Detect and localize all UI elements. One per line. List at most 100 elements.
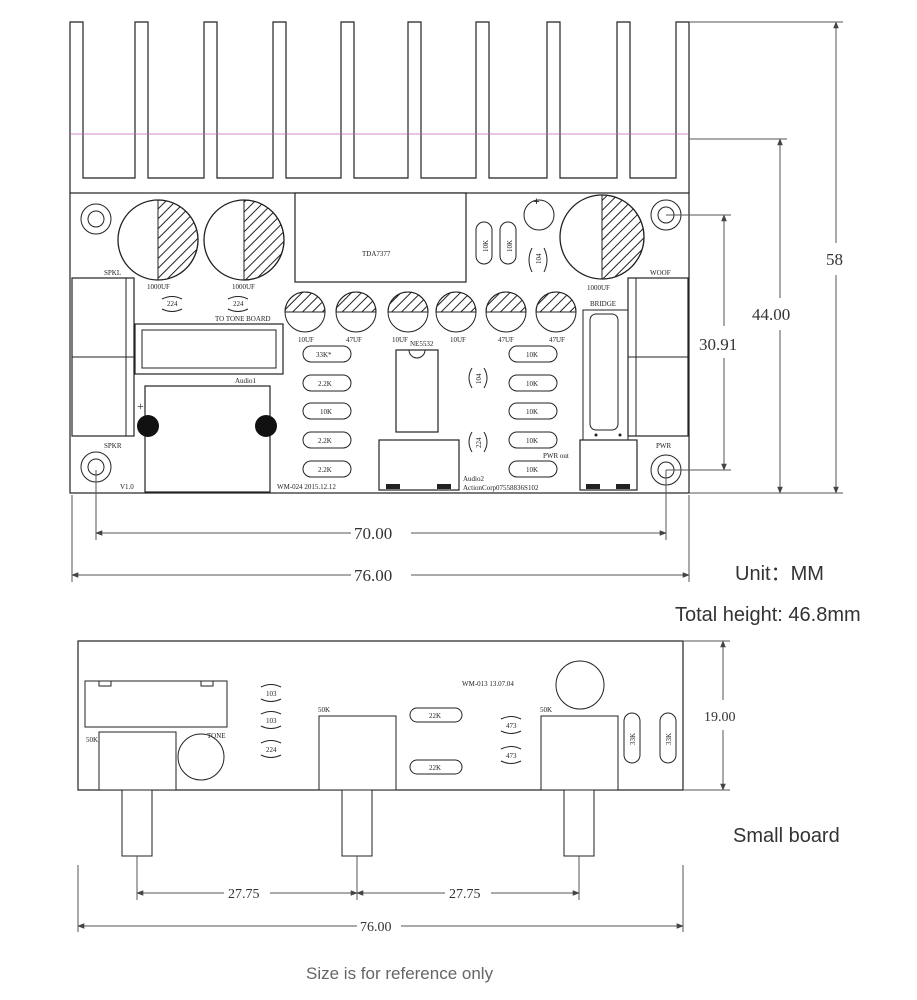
res-label: 10K — [526, 437, 538, 445]
res-10k-left: 10K — [302, 402, 352, 420]
res-label: 22K — [429, 764, 441, 772]
spkl-label: SPKL — [104, 269, 121, 277]
audio1-connector: Audio1 + — [137, 377, 277, 493]
small-header-connector — [84, 680, 228, 728]
small-res-33k-a: 33K — [623, 712, 641, 764]
cap-47uf-1: 47UF — [335, 291, 377, 344]
audio2-connector: Audio2 ActionCorp07558836S102 — [378, 439, 539, 492]
small-cap-224: 224 — [260, 740, 282, 758]
res-label: 2.2K — [318, 380, 332, 388]
tone-board-label: TO TONE BOARD — [215, 315, 271, 323]
res-label: 2.2K — [318, 437, 332, 445]
pwr-out-label: PWR out — [543, 452, 569, 460]
dim-19 — [683, 640, 730, 791]
cap-label: 1000UF — [232, 283, 255, 291]
ne5532-opamp: NE5532 — [395, 340, 439, 433]
bridge-component: BRIDGE — [582, 300, 629, 441]
cap-224-left: 224 — [161, 296, 183, 312]
dim-27-75-b-label: 27.75 — [449, 887, 481, 902]
cap-label: 47UF — [498, 336, 514, 344]
small-res-22k-a: 22K — [409, 707, 463, 723]
cap-104-middle: 104 — [468, 367, 488, 389]
cap-label: 10UF — [392, 336, 408, 344]
res-label: 10K — [526, 380, 538, 388]
res-2-2k-2: 2.2K — [302, 431, 352, 449]
dim-27-75-a-label: 27.75 — [228, 887, 260, 902]
small-board-note: Small board — [733, 825, 840, 847]
small-cap-103-b: 103 — [260, 711, 282, 729]
cap-47uf-2: 47UF — [485, 291, 527, 344]
res-10k-vertical-2: 10K — [499, 221, 517, 265]
unit-note: Unit：MM — [735, 563, 824, 585]
cap-1000uf-middle: 1000UF — [203, 199, 285, 291]
audio2-label: Audio2 — [463, 475, 485, 483]
dim-44-label: 44.00 — [752, 305, 790, 324]
dim-19-label: 19.00 — [704, 710, 736, 725]
opamp-label: NE5532 — [410, 340, 434, 348]
cap-104-top: 104 — [528, 247, 548, 273]
res-2-2k-3: 2.2K — [302, 460, 352, 478]
res-label: 10K — [482, 240, 490, 252]
cap-104-label: 104 — [535, 253, 543, 264]
cap-224-label: 224 — [475, 437, 483, 448]
chip-label: TDA7377 — [362, 250, 391, 258]
total-height-note: Total height: 46.8mm — [675, 604, 861, 626]
pot-label: 50K — [540, 706, 552, 714]
woof-label: WOOF — [650, 269, 671, 277]
res-10k-r1: 10K — [508, 345, 558, 363]
res-label: 10K — [526, 466, 538, 474]
cap-label: 473 — [506, 722, 517, 730]
spkr-label: SPKR — [104, 442, 122, 450]
res-label: 33K* — [316, 351, 332, 359]
dim-76-small — [77, 865, 684, 932]
cap-label: 1000UF — [587, 284, 610, 292]
res-10k-r5: 10K — [508, 460, 558, 478]
cap-224-label: 224 — [167, 300, 178, 308]
res-10k-r3: 10K — [508, 402, 558, 420]
reference-note: Size is for reference only — [306, 964, 494, 983]
pot-label: 50K — [318, 706, 330, 714]
small-board-id: WM-013 13.07.04 — [462, 680, 514, 688]
cap-1000uf-right: 1000UF — [559, 194, 645, 292]
cap-row: 10UF 47UF 10UF 10UF 47UF 47UF — [284, 291, 577, 344]
cap-label: 103 — [266, 717, 277, 725]
dim-58-label: 58 — [826, 250, 843, 269]
res-label: 10K — [526, 351, 538, 359]
res-label: 10K — [506, 240, 514, 252]
dim-58 — [689, 21, 843, 494]
cap-label: 1000UF — [147, 283, 170, 291]
cap-104-label: 104 — [475, 373, 483, 384]
cap-1000uf-left: 1000UF — [117, 199, 199, 291]
dim-70 — [95, 470, 667, 540]
res-10k-r2: 10K — [508, 374, 558, 392]
res-33k: 33K* — [302, 345, 352, 363]
dim-27-75 — [136, 856, 580, 900]
dim-30-91 — [666, 214, 731, 471]
cap-label: 10UF — [450, 336, 466, 344]
small-cap-473-b: 473 — [500, 746, 522, 764]
plus-sign-icon: + — [533, 194, 540, 208]
dim-76-small-label: 76.00 — [360, 920, 392, 935]
cap-10uf-2: 10UF — [387, 291, 429, 344]
cap-label: 473 — [506, 752, 517, 760]
pot-50k-middle: 50K — [318, 706, 397, 857]
cap-label: 47UF — [549, 336, 565, 344]
pwr-label: PWR — [656, 442, 672, 450]
cap-224-lower: 224 — [468, 431, 488, 453]
tda7377-chip — [294, 192, 467, 283]
woof-terminal: WOOF PWR — [627, 269, 689, 450]
cap-label: 10UF — [298, 336, 314, 344]
cap-label: 224 — [266, 746, 277, 754]
res-label: 10K — [320, 408, 332, 416]
dim-30-91-label: 30.91 — [699, 335, 737, 354]
tone-cap: TONE — [177, 732, 226, 781]
res-label: 10K — [526, 408, 538, 416]
audio1-label: Audio1 — [235, 377, 257, 385]
res-label: 33K — [629, 733, 637, 745]
version-label: V1.0 — [120, 483, 134, 491]
heatsink — [69, 21, 690, 194]
cap-224-middle: 224 — [227, 296, 249, 312]
pot-50k-right: 50K — [540, 660, 619, 857]
bridge-label: BRIDGE — [590, 300, 616, 308]
